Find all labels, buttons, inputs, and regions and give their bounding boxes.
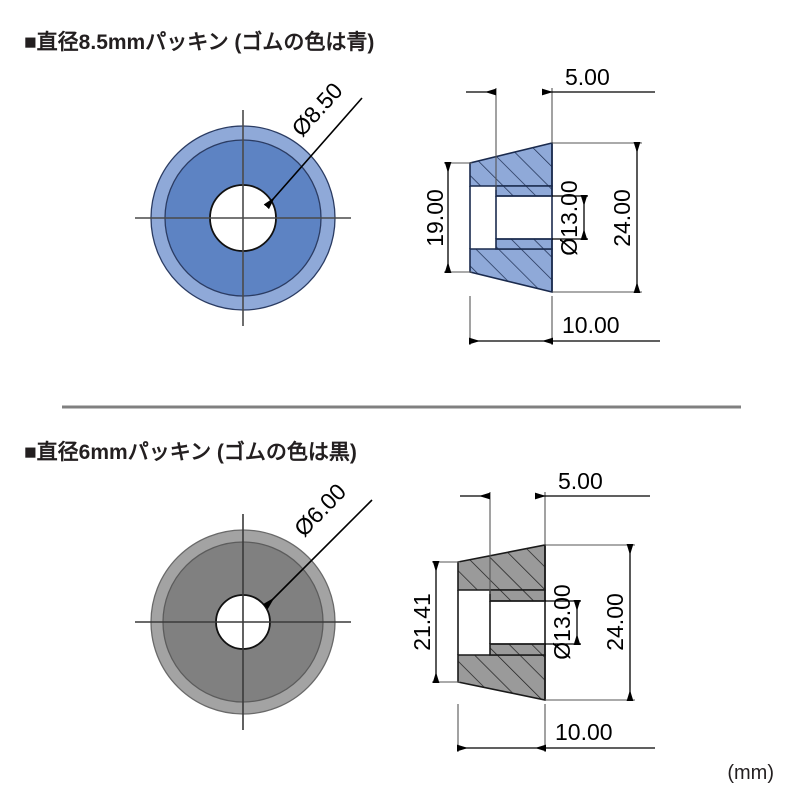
dim-top-5: 5.00 — [565, 64, 610, 90]
dim-top-5-gray: 5.00 — [558, 468, 603, 494]
section-upper-step — [495, 185, 553, 197]
section-lower-step — [495, 238, 553, 250]
section-upper-flange — [469, 141, 553, 187]
dim-right-24-gray: 24.00 — [602, 593, 628, 651]
section-upper-flange-gray — [457, 544, 546, 591]
dim-bore-13-gray: Ø13.00 — [549, 584, 575, 659]
hole-leader-line — [263, 97, 363, 210]
dim-right-24: 24.00 — [609, 189, 635, 247]
hole-leader-line-gray — [262, 499, 373, 610]
dim-left-19: 19.00 — [422, 189, 448, 247]
dim-bottom-10-gray: 10.00 — [555, 719, 613, 745]
dim-bottom-10: 10.00 — [562, 312, 620, 338]
dim-left-2141: 21.41 — [409, 593, 435, 651]
front-view-hole-label: Ø8.50 — [286, 77, 347, 141]
section-title-gasket-8-5: ■直径8.5mmパッキン (ゴムの色は青) — [24, 31, 375, 54]
section-title-gasket-6: ■直径6mmパッキン (ゴムの色は黒) — [24, 441, 357, 464]
section-lower-flange-gray — [457, 654, 546, 701]
front-view-gasket-8-5: Ø8.50 — [135, 77, 363, 326]
front-view-gasket-6: Ø6.00 — [135, 478, 373, 730]
section-upper-step-gray — [489, 589, 546, 602]
section-view-gasket-8-5: 5.00 19.00 Ø13.00 24.00 10.00 — [422, 64, 660, 345]
units-label: (mm) — [727, 762, 774, 784]
section-lower-flange — [469, 248, 553, 294]
section-view-gasket-6: 5.00 21.41 Ø13.00 24.00 10.00 — [409, 468, 655, 752]
section-lower-step-gray — [489, 643, 546, 656]
dim-bore-13: Ø13.00 — [556, 180, 582, 255]
front-view-hole-label-gray: Ø6.00 — [289, 478, 351, 541]
